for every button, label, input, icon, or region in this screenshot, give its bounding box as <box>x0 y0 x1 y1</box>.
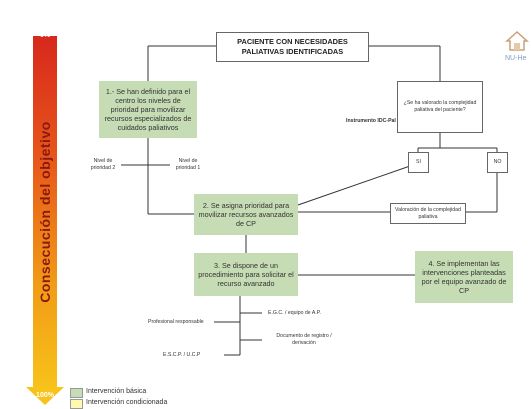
legend-label-basic: Intervención básica <box>86 388 147 395</box>
connector-yes-step2 <box>297 165 411 206</box>
question-text: ¿Se ha valorado la complejidad paliativa… <box>403 100 477 113</box>
no-text: NO <box>493 159 502 166</box>
assessment-text: Valoración de la complejidad paliativa <box>395 206 461 220</box>
step4-text: 4. Se implementan las intervenciones pla… <box>421 259 507 295</box>
yes-node: SI <box>408 152 429 173</box>
progress-end-label: 100% <box>36 392 54 399</box>
step1-node: 1.- Se han definido para el centro los n… <box>99 81 197 138</box>
escp-label: E.S.C.P. / U.C.P <box>163 352 201 358</box>
egc-label: E.G.C. / equipo de A.P. <box>268 310 321 316</box>
legend-swatch-conditional <box>70 399 83 409</box>
priority1-label: Nivel de prioridad 1 <box>175 158 201 171</box>
progress-start-label: 0% <box>39 32 51 39</box>
professional-label: Profesional responsable <box>148 319 204 325</box>
step1-text: 1.- Se han definido para el centro los n… <box>104 87 192 132</box>
logo-text: NU-He <box>505 55 527 62</box>
nuhe-logo: NU-He <box>505 30 529 62</box>
start-node: PACIENTE CON NECESIDADES PALIATIVAS IDEN… <box>216 32 369 62</box>
legend-swatch-basic <box>70 388 83 398</box>
instrument-label: Instrumento IDC-Pal <box>346 118 396 124</box>
progress-arrow <box>26 387 64 405</box>
no-node: NO <box>487 152 508 173</box>
step2-node: 2. Se asigna prioridad para movilizar re… <box>194 194 298 235</box>
house-icon <box>505 30 529 51</box>
start-node-text: PACIENTE CON NECESIDADES PALIATIVAS IDEN… <box>237 37 348 56</box>
step3-text: 3. Se dispone de un procedimiento para s… <box>198 261 294 288</box>
legend-label-conditional: Intervención condicionada <box>86 399 168 406</box>
yes-text: SI <box>416 159 421 166</box>
document-label: Documento de registro / derivación <box>276 333 332 346</box>
assessment-node: Valoración de la complejidad paliativa <box>390 203 466 224</box>
step2-text: 2. Se asigna prioridad para movilizar re… <box>198 201 294 228</box>
progress-bar <box>33 36 57 388</box>
question-node: ¿Se ha valorado la complejidad paliativa… <box>397 81 483 133</box>
step4-node: 4. Se implementan las intervenciones pla… <box>415 251 513 303</box>
priority2-label: Nivel de prioridad 2 <box>90 158 116 171</box>
step3-node: 3. Se dispone de un procedimiento para s… <box>194 253 298 296</box>
